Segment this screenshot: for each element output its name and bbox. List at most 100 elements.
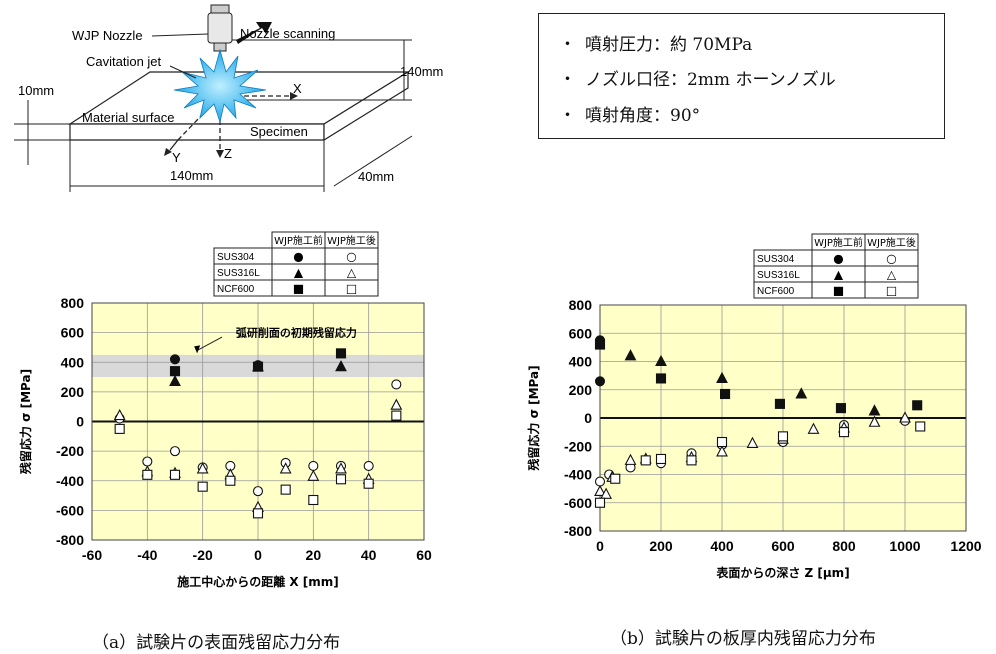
x-axis-label: 表面からの深さ Z [μm] (715, 565, 849, 580)
data-point (716, 445, 728, 457)
dim-height-label: 140mm (400, 64, 443, 79)
cavitation-jet-label: Cavitation jet (86, 54, 162, 69)
axis-y-label: Y (172, 150, 181, 165)
caption-b: （b）試験片の板厚内残留応力分布 (610, 629, 876, 649)
condition-text: 噴射圧力：約 70MPa (585, 35, 753, 55)
data-point (114, 423, 125, 434)
material-surface-label: Material surface (82, 110, 174, 125)
data-point (197, 481, 208, 492)
data-point (335, 360, 347, 372)
data-point (594, 497, 606, 508)
legend-row (753, 281, 919, 299)
legend-symbol-after: △ (887, 268, 897, 282)
legend-symbol-after: □ (886, 284, 897, 298)
axis-y-arrowhead (164, 148, 172, 156)
axis-x-label: X (293, 81, 302, 96)
y-tick-label: -200 (56, 443, 84, 459)
data-point (610, 473, 621, 484)
axis-z-label: Z (224, 146, 232, 161)
data-point (169, 366, 181, 377)
specimen-schematic: 10mm 140mm 140mm 40mm X Y Z Nozzle scann… (14, 4, 443, 192)
y-tick-label: 200 (569, 382, 593, 398)
data-point (807, 422, 820, 434)
data-point (279, 462, 292, 474)
x-tick-label: -60 (82, 547, 102, 563)
condition-text: ノズル口径：2mm ホーンノズル (585, 70, 836, 90)
data-point (746, 436, 759, 448)
data-point (868, 404, 881, 416)
data-point (912, 400, 923, 411)
legend-symbol-after: △ (347, 266, 357, 280)
data-point (169, 374, 181, 387)
x-tick-label: 20 (306, 547, 322, 563)
data-point (716, 436, 728, 448)
annotation-label: 弧研削面の初期残留応力 (236, 326, 357, 340)
nozzle-scanning-label: Nozzle scanning (240, 26, 335, 41)
condition-angle: ・噴射角度：90° (559, 101, 700, 126)
legend-col-before: WJP施工前 (814, 236, 863, 249)
data-point (716, 371, 728, 383)
data-point (655, 354, 667, 367)
legend-material: SUS304 (217, 252, 255, 263)
x-tick-label: 0 (596, 538, 604, 554)
data-point (113, 408, 126, 421)
bullet: ・ (559, 70, 576, 90)
data-point (142, 469, 153, 480)
x-tick-label: -40 (137, 547, 157, 563)
nozzle-scanning-arrow (236, 22, 272, 44)
x-tick-label: 40 (361, 547, 377, 563)
data-point (169, 446, 181, 457)
y-tick-label: 600 (61, 325, 85, 341)
x-tick-label: 0 (254, 547, 262, 563)
data-point (686, 455, 697, 466)
caption-a: （a）試験片の表面残留応力分布 (92, 633, 341, 653)
legend-material: SUS316L (757, 270, 800, 281)
y-tick-label: -600 (56, 502, 84, 518)
bullet: ・ (559, 106, 576, 126)
data-point (225, 475, 236, 486)
legend-symbol-before: ■ (833, 284, 844, 298)
data-point (774, 398, 785, 409)
data-point (390, 398, 403, 410)
plot-frame (91, 302, 425, 541)
data-point (655, 453, 667, 465)
data-point (307, 469, 320, 481)
axis-z-arrowhead (216, 150, 224, 158)
dim-length-label: 140mm (170, 168, 213, 183)
data-point (252, 508, 264, 519)
y-tick-label: 0 (584, 410, 592, 426)
data-point (777, 431, 789, 442)
y-tick-label: 0 (76, 414, 84, 430)
y-tick-label: 600 (569, 325, 593, 341)
y-tick-label: -200 (564, 438, 592, 454)
dim-width-label: 40mm (358, 169, 394, 184)
bullet: ・ (559, 35, 576, 55)
data-point (594, 339, 606, 350)
axis-x-arrowhead (290, 92, 298, 100)
x-tick-label: 200 (649, 538, 673, 554)
condition-pressure: ・噴射圧力：約 70MPa (559, 30, 752, 55)
legend-symbol-before: ● (833, 252, 843, 266)
y-tick-label: 800 (569, 297, 593, 313)
data-point (838, 427, 850, 438)
data-point (835, 403, 847, 414)
legend-material: NCF600 (757, 286, 795, 297)
data-point (335, 474, 347, 485)
plot-frame (599, 304, 967, 532)
data-point (600, 487, 613, 499)
data-point (594, 376, 606, 387)
annotation-arrow (196, 336, 223, 351)
x-tick-label: 1000 (889, 538, 920, 554)
y-tick-label: -600 (564, 495, 592, 511)
jet-conditions-box: ・噴射圧力：約 70MPa ・ノズル口径：2mm ホーンノズル ・噴射角度：90… (538, 13, 945, 139)
cavitation-jet-leader (169, 65, 197, 79)
data-point (142, 456, 153, 467)
data-point (899, 411, 911, 423)
data-point (594, 476, 606, 487)
data-point (624, 349, 637, 361)
